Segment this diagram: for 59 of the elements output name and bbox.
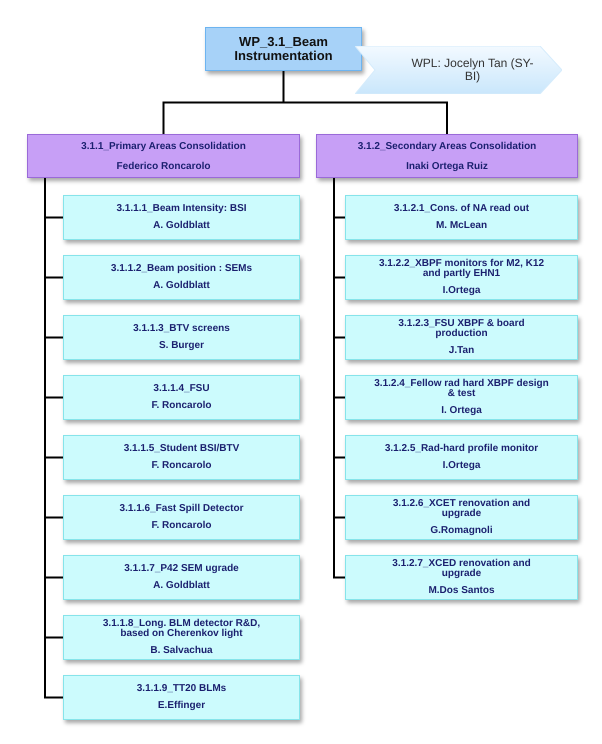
connector-line (282, 71, 448, 134)
task-box (345, 315, 578, 360)
task-title: 3.1.2.6_XCET renovation and upgrade (392, 499, 532, 519)
task-box (63, 435, 300, 480)
task-title: 3.1.1.9_TT20 BLMs (136, 684, 226, 694)
owner-name: F. Roncarolo (151, 521, 212, 531)
owner-name: F. Roncarolo (151, 401, 212, 411)
task-box (345, 435, 578, 480)
task-title: 3.1.2_Secondary Areas Consolidation (358, 140, 536, 152)
owner-name: M. McLean (436, 221, 488, 231)
owner-name: B. Salvachua (150, 646, 213, 656)
task-box (345, 195, 578, 240)
task-title: 3.1.2.7_XCED renovation and upgrade (391, 559, 532, 579)
task-title: WP_3.1_Beam Instrumentation (233, 35, 334, 63)
task-title: 3.1.2.4_Fellow rad hard XBPF design & test (374, 379, 549, 399)
task-title: 3.1.1.7_P42 SEM ugrade (124, 564, 239, 574)
area-box (316, 134, 578, 178)
task-box (63, 255, 300, 300)
task-box (345, 375, 578, 420)
owner-name: G.Romagnoli (430, 526, 493, 536)
owner-name: M.Dos Santos (428, 586, 495, 596)
task-box (345, 255, 578, 300)
task-box (63, 375, 300, 420)
leader-chevron (355, 46, 562, 94)
owner-name: A. Goldblatt (153, 221, 210, 231)
task-title: 3.1.1.6_Fast Spill Detector (120, 504, 244, 514)
task-title: 3.1.2.1_Cons. of NA read out (394, 204, 530, 214)
owner-name: F. Roncarolo (151, 461, 212, 471)
task-box (345, 495, 578, 540)
task-box (63, 315, 300, 360)
owner-name: Inaki Ortega Ruiz (406, 160, 488, 172)
task-title: 3.1.1.4_FSU (153, 384, 210, 394)
owner-name: I.Ortega (442, 286, 480, 296)
owner-name: Federico Roncarolo (116, 160, 210, 172)
owner-name: J.Tan (448, 346, 474, 356)
owner-name: S. Burger (158, 341, 204, 351)
task-box (63, 195, 300, 240)
owner-name: A. Goldblatt (153, 581, 210, 591)
task-title: 3.1.2.5_Rad-hard profile monitor (384, 444, 538, 454)
owner-name: E.Effinger (158, 701, 206, 711)
task-box (63, 675, 300, 720)
task-title: 3.1.1.5_Student BSI/BTV (124, 444, 240, 454)
task-box (63, 555, 300, 600)
task-title: 3.1.1_Primary Areas Consolidation (81, 140, 246, 152)
task-title: 3.1.1.3_BTV screens (133, 324, 230, 334)
task-title: 3.1.1.8_Long. BLM detector R&D, based on Cherenkov light (102, 619, 262, 639)
task-title: 3.1.1.1_Beam Intensity: BSI (116, 204, 247, 214)
area-box (27, 134, 300, 178)
task-box (63, 615, 300, 660)
owner-name: I.Ortega (442, 461, 480, 471)
task-box (345, 555, 578, 600)
owner-name: A. Goldblatt (153, 281, 210, 291)
task-title: 3.1.1.2_Beam position : SEMs (110, 264, 252, 274)
task-box (63, 495, 300, 540)
owner-name: I. Ortega (441, 406, 482, 416)
task-title: 3.1.2.3_FSU XBPF & board production (397, 319, 526, 339)
work-package-box (205, 27, 362, 71)
task-title: 3.1.2.2_XBPF monitors for M2, K12 and partly EHN1 (378, 259, 546, 279)
leader-name: WPL: Jocelyn Tan (SY-BI) (410, 57, 535, 83)
